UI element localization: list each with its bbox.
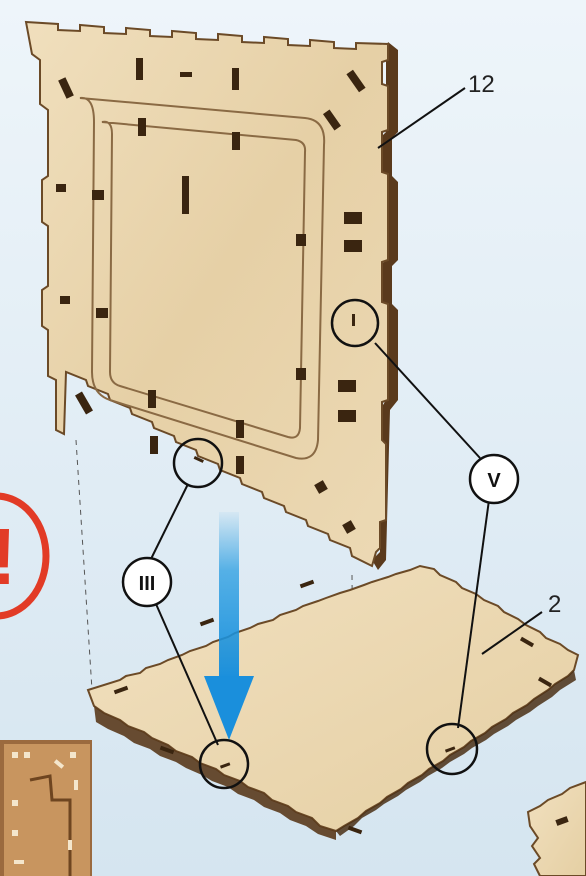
base-plate [86,564,580,840]
vertical-panel [24,20,398,570]
warning-mark: ! [0,512,17,601]
callout-label-right: V [487,470,501,492]
callout-badge-right: V [468,453,520,505]
part-label-base: 2 [548,591,561,618]
part-label-panel: 12 [468,71,495,98]
thumbnail-bottom-left [0,740,92,876]
detail-circle-panel-left [172,437,224,489]
down-arrow-icon [204,512,254,740]
detail-circles [172,298,479,790]
partial-piece-bottom-right [526,780,586,876]
detail-circle-panel-right [330,298,380,348]
detail-circle-base-right [425,722,479,776]
callout-badge-left: III [121,556,173,608]
detail-circle-base-left [198,738,250,790]
panel-slots [56,58,366,534]
callout-label-left: III [139,573,156,595]
callout-leaders [147,87,543,746]
warning-icon: ! [0,492,50,620]
